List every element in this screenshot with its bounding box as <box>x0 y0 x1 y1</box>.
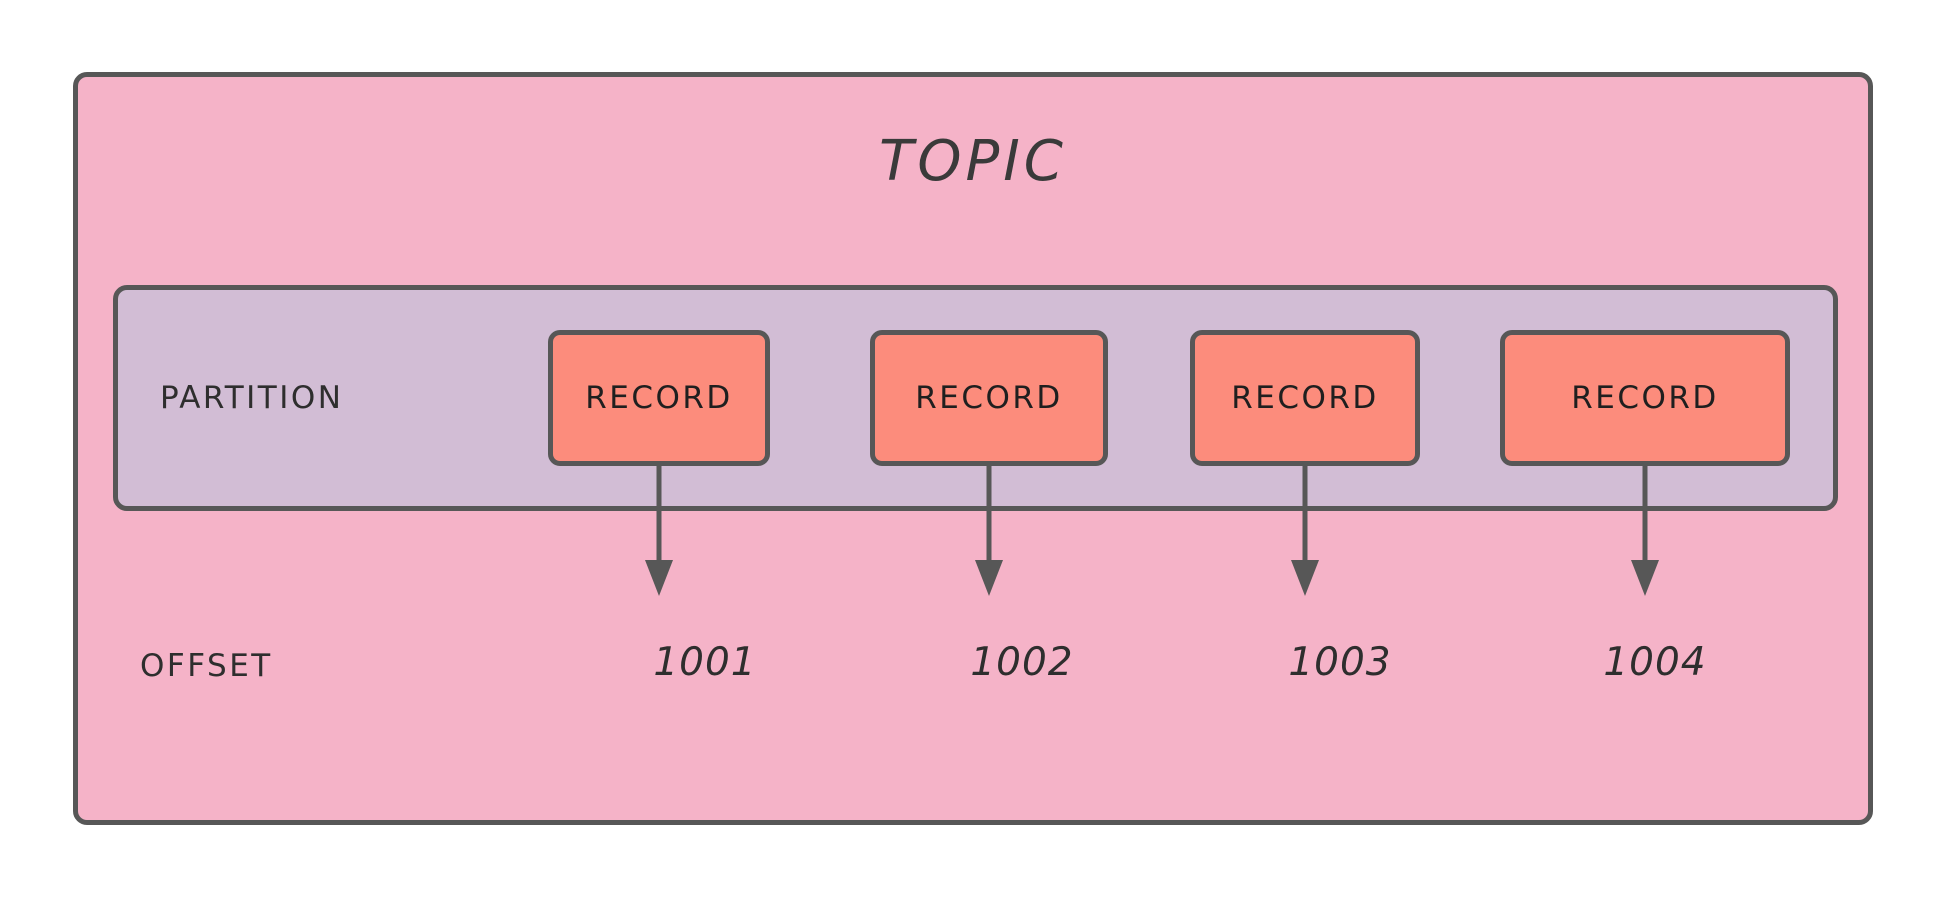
partition-label: PARTITION <box>160 380 344 416</box>
record-label: RECORD <box>585 380 733 416</box>
record-label: RECORD <box>1231 380 1379 416</box>
record-label: RECORD <box>915 380 1063 416</box>
record-box[interactable]: RECORD <box>548 330 770 466</box>
record-label: RECORD <box>1571 380 1719 416</box>
topic-title: TOPIC <box>879 129 1067 194</box>
record-box[interactable]: RECORD <box>870 330 1108 466</box>
record-box[interactable]: RECORD <box>1190 330 1420 466</box>
offset-label: OFFSET <box>140 648 273 684</box>
offset-value: 1001 <box>653 640 757 685</box>
offset-value: 1002 <box>970 640 1074 685</box>
record-box[interactable]: RECORD <box>1500 330 1790 466</box>
offset-value: 1004 <box>1603 640 1707 685</box>
offset-value: 1003 <box>1288 640 1392 685</box>
